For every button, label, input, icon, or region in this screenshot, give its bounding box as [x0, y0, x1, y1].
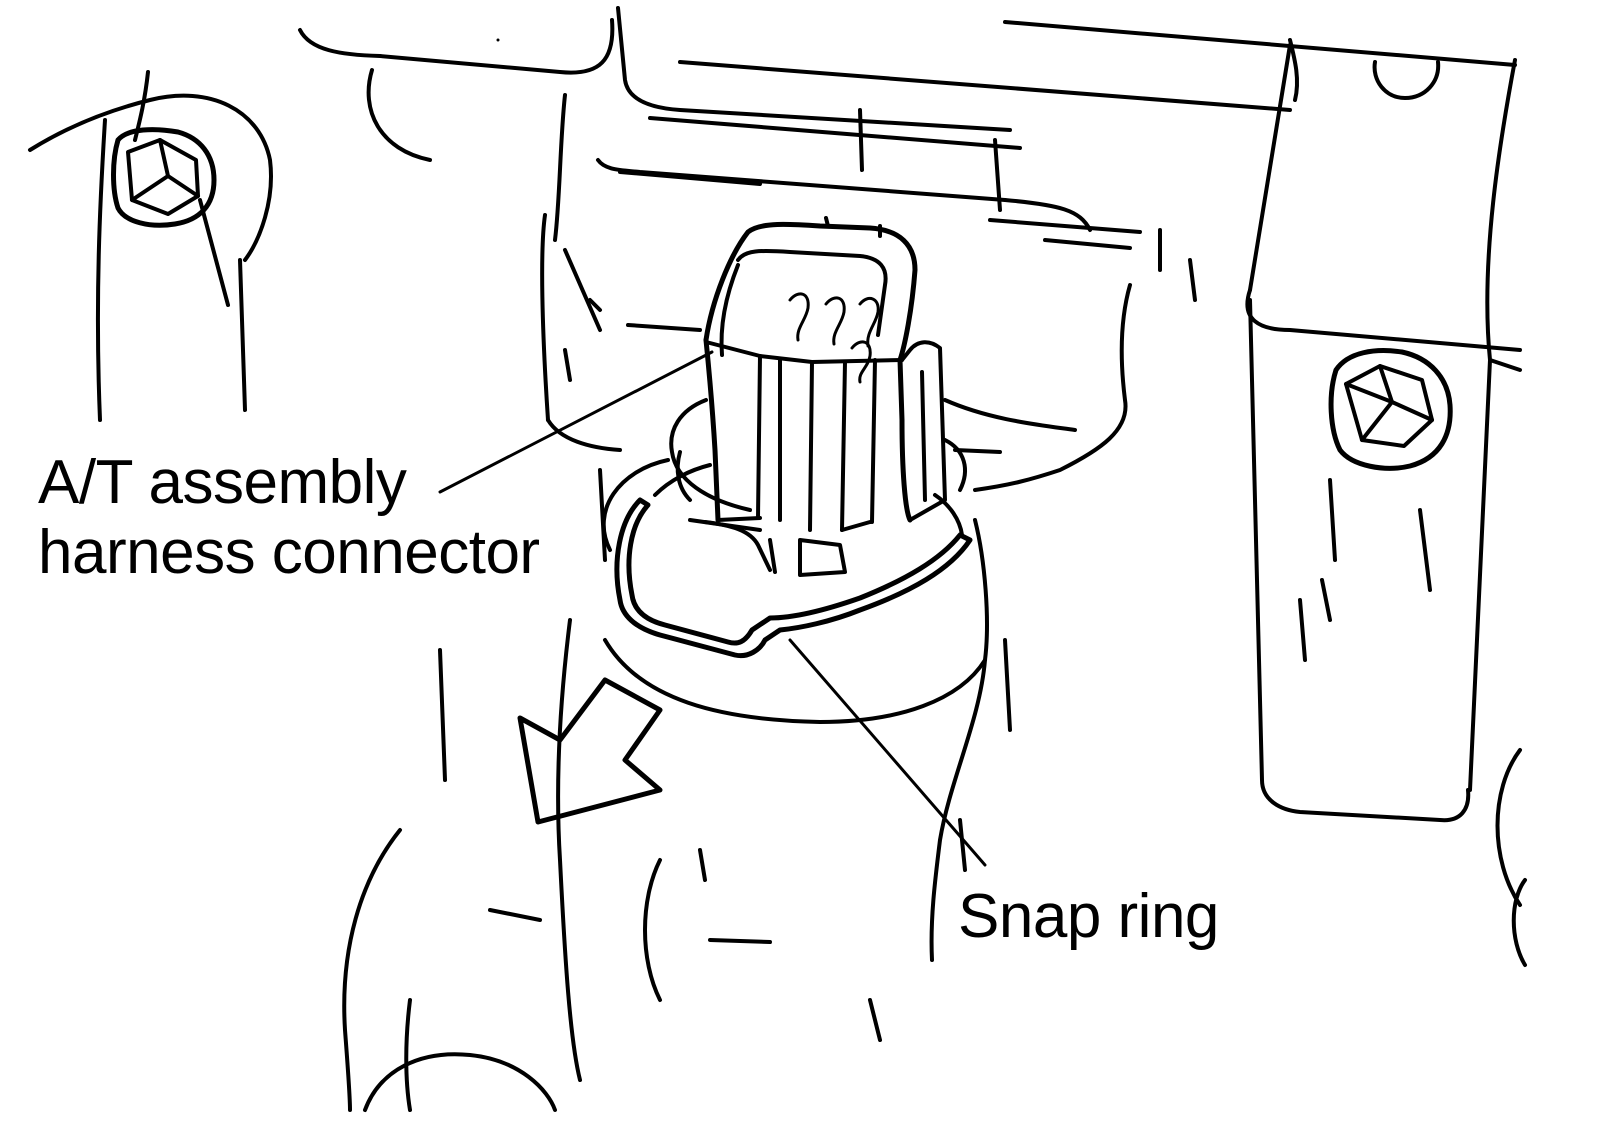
harness-connector-icon: [703, 216, 947, 532]
speck-mark: [496, 38, 500, 42]
connector-label: A/T assembly harness connector: [38, 448, 540, 588]
connector-label-line1: A/T assembly: [38, 448, 407, 517]
removal-arrow-icon: [517, 677, 663, 825]
snap-ring-label: Snap ring: [958, 882, 1219, 951]
connector-label-line2: harness connector: [38, 518, 540, 587]
connector-leader-line: [438, 350, 714, 494]
housing-outline: [28, 6, 1527, 1112]
left-bolt-icon: [111, 127, 217, 228]
snap-ring-icon: [614, 463, 973, 659]
snap-ring-leader-line: [788, 638, 987, 867]
connector-collar: [601, 398, 967, 577]
right-bolt-icon: [1328, 348, 1453, 471]
